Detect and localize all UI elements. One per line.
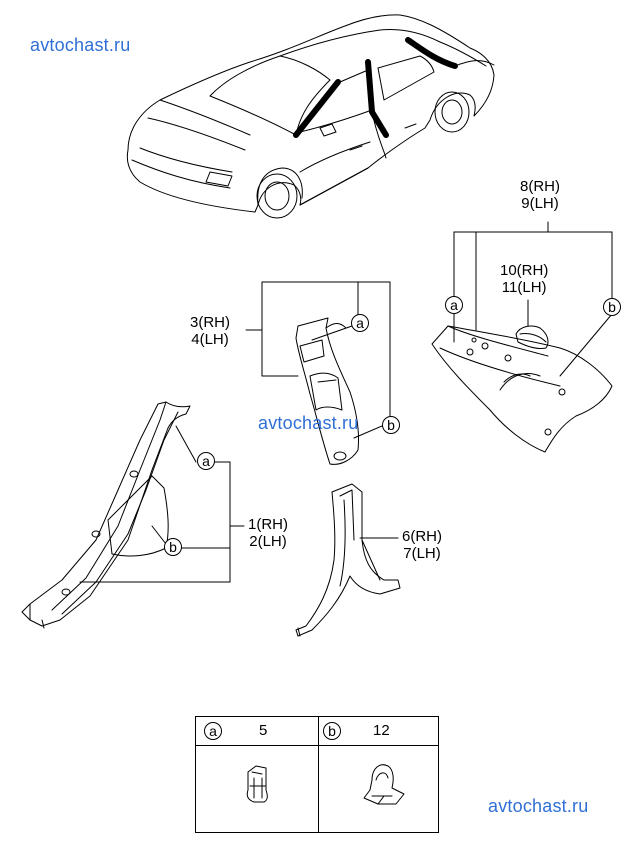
part-8-rh: 8(RH) (520, 178, 560, 195)
part-label-10-11: 10(RH) 11(LH) (500, 262, 548, 296)
car-illustration (126, 14, 495, 219)
center-pillar-lower-trim (295, 483, 401, 637)
legend-header-row (196, 717, 438, 746)
front-pillar-trim (21, 401, 191, 629)
legend-callout-a: a (204, 722, 222, 740)
part-4-lh: 4(LH) (191, 331, 229, 348)
clip-12-drawing (363, 764, 405, 805)
legend-callout-b: b (323, 722, 341, 740)
part-1-rh: 1(RH) (248, 516, 288, 533)
part-11-lh: 11(LH) (501, 279, 547, 296)
part-7-lh: 7(LH) (403, 545, 441, 562)
part-6-rh: 6(RH) (402, 528, 442, 545)
small-trim-piece (515, 325, 549, 349)
part-9-lh: 9(LH) (521, 195, 559, 212)
legend-divider (318, 717, 319, 832)
part-3-rh: 3(RH) (190, 314, 230, 331)
watermark-top: avtochast.ru (30, 35, 131, 55)
watermark-bottom: avtochast.ru (488, 796, 589, 816)
part-label-1-2: 1(RH) 2(LH) (248, 516, 288, 550)
center-pillar-upper-trim (295, 317, 359, 465)
leader-lines (79, 221, 613, 583)
callout-a-front-pillar: a (197, 452, 215, 470)
watermark-middle: avtochast.ru (258, 413, 359, 433)
callout-b-rear-package: b (603, 298, 621, 316)
part-2-lh: 2(LH) (249, 533, 287, 550)
fastener-legend: a 5 b 12 (195, 716, 439, 833)
part-label-8-9: 8(RH) 9(LH) (520, 178, 560, 212)
rear-package-trim (431, 325, 613, 453)
callout-a-center-pillar: a (351, 314, 369, 332)
clip-5-drawing (246, 765, 268, 803)
part-label-6-7: 6(RH) 7(LH) (402, 528, 442, 562)
callout-b-front-pillar: b (164, 538, 182, 556)
legend-part-5: 5 (259, 722, 268, 739)
callout-b-center-pillar: b (382, 416, 400, 434)
callout-a-rear-package: a (445, 296, 463, 314)
part-label-3-4: 3(RH) 4(LH) (190, 314, 230, 348)
legend-part-12: 12 (373, 722, 390, 739)
part-10-rh: 10(RH) (500, 262, 549, 279)
